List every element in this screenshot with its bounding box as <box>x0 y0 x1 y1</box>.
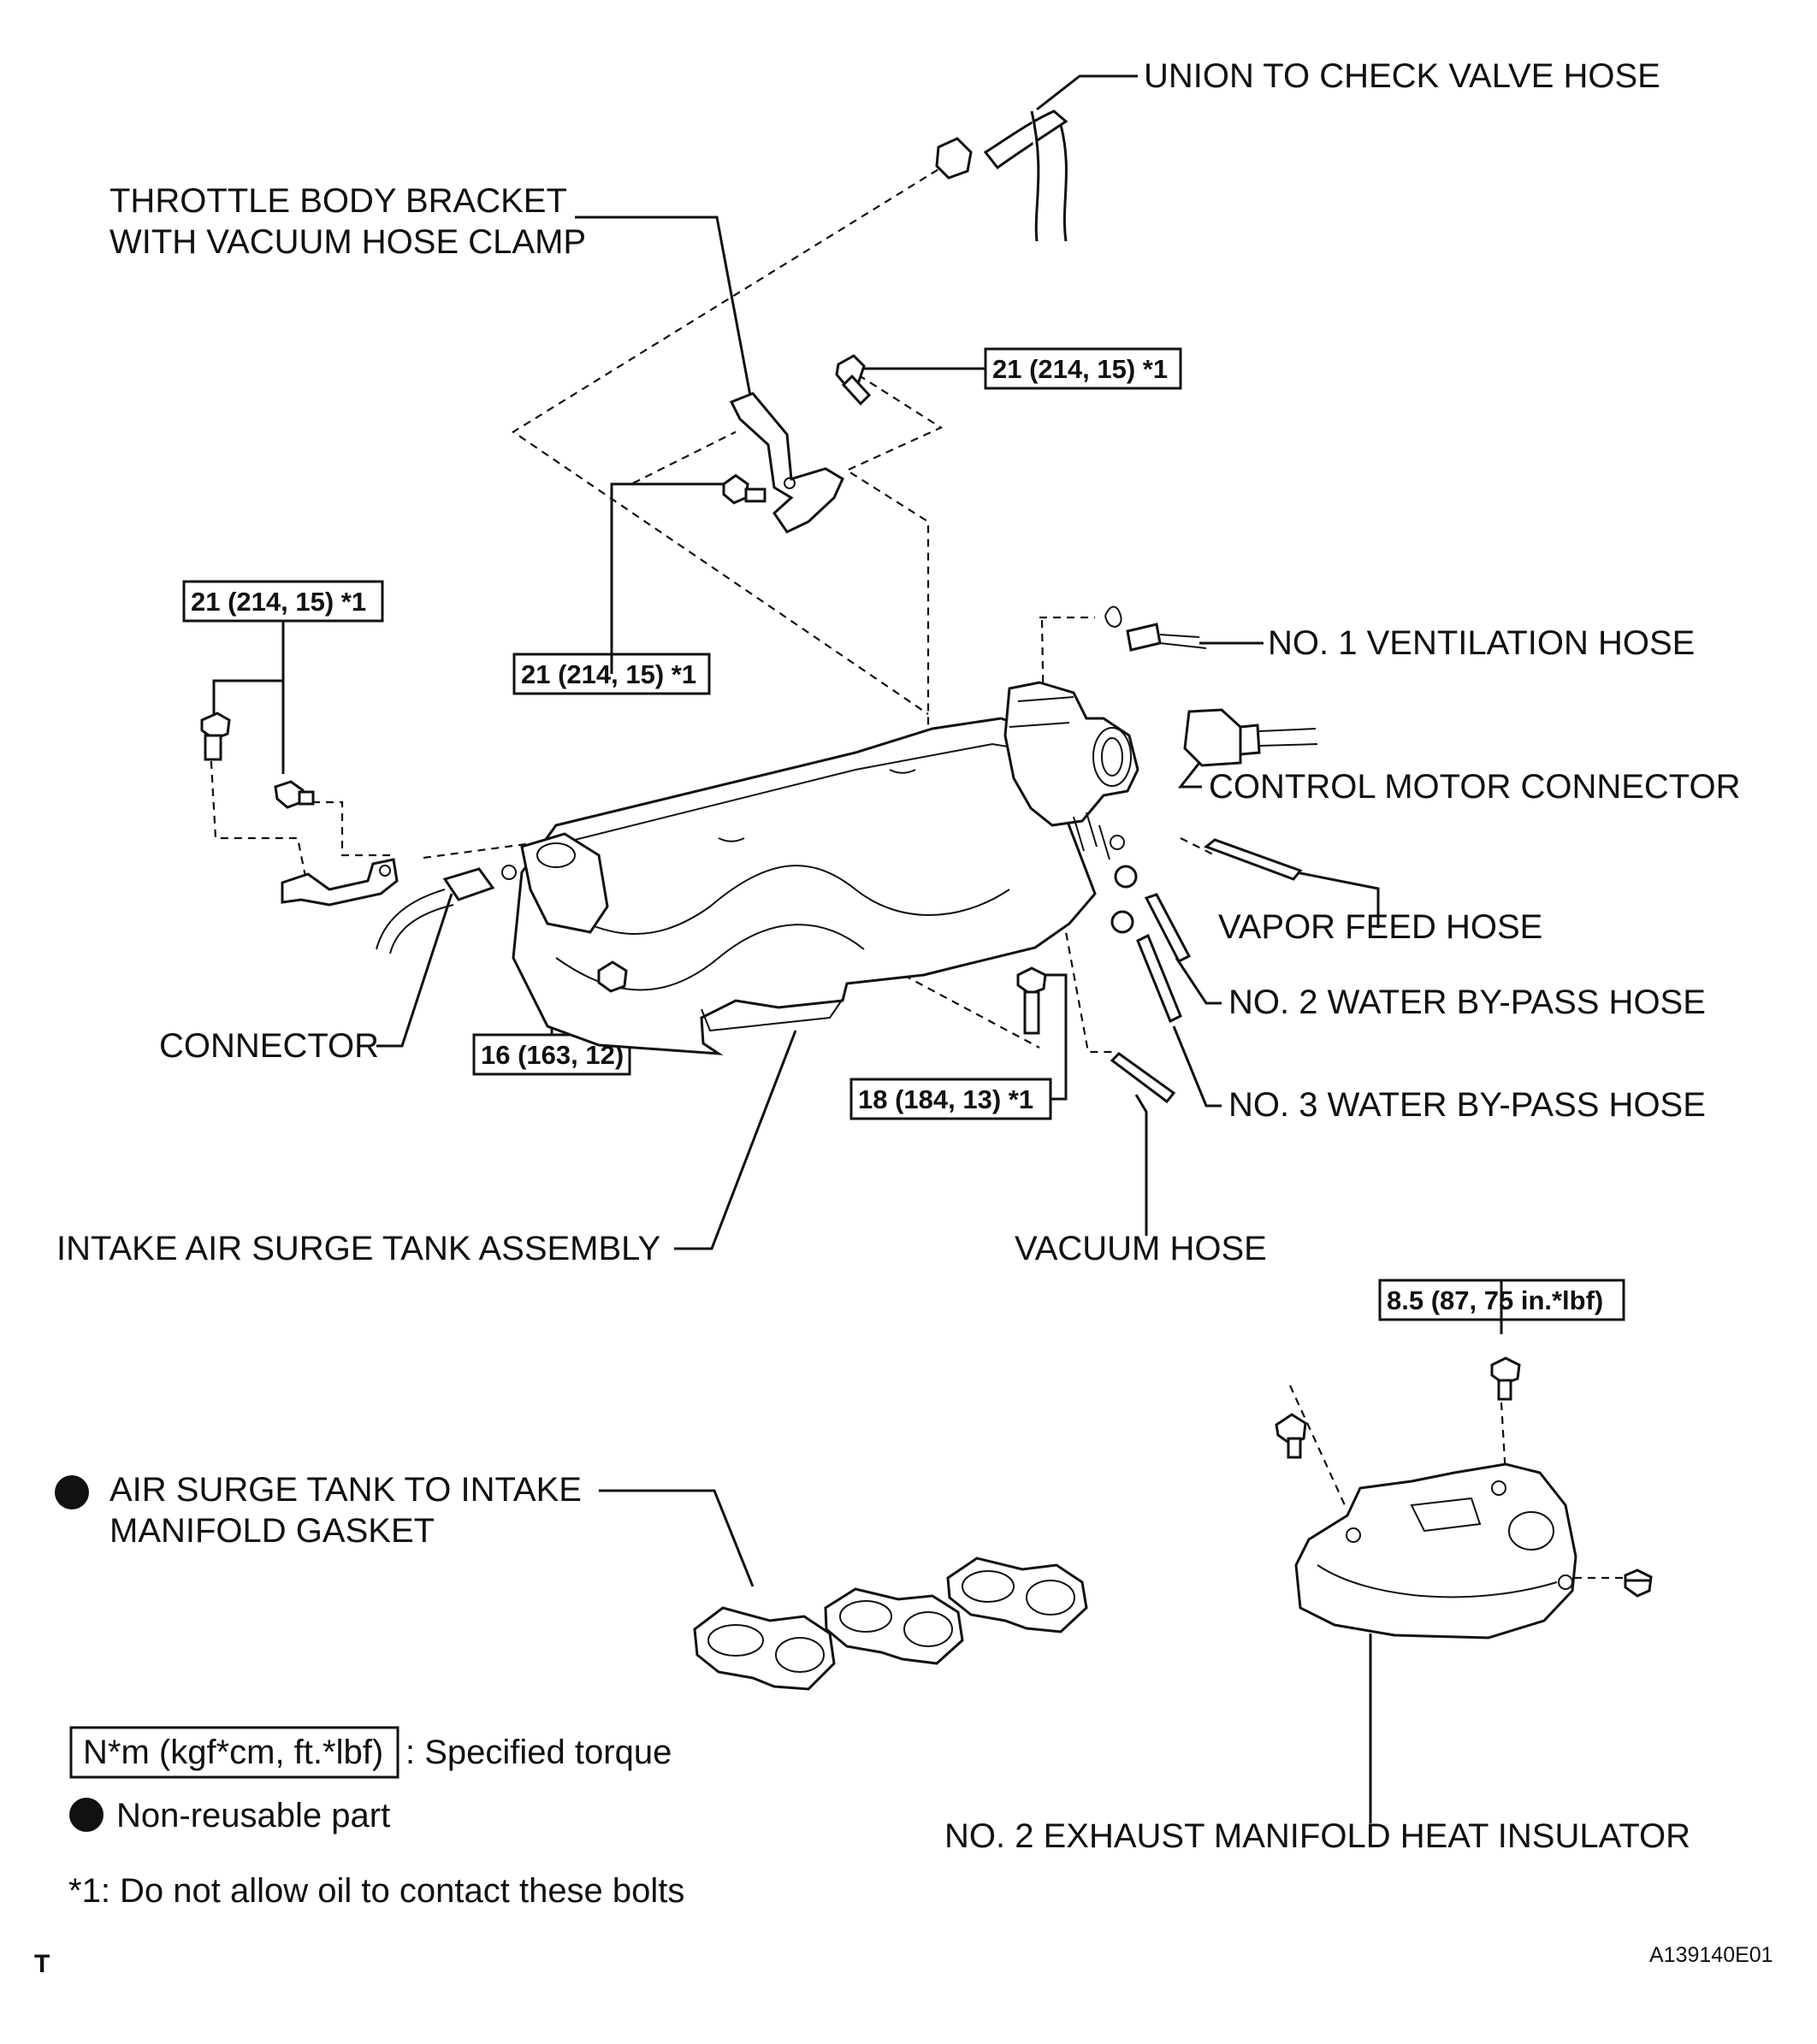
torque-value: 8.5 (87, 75 in.*lbf) <box>1387 1285 1603 1315</box>
no2-water-bypass-hose <box>1144 893 1192 964</box>
vapor-feed-hose <box>1203 838 1303 881</box>
label-water-bypass-2: NO. 2 WATER BY-PASS HOSE <box>1228 984 1706 1021</box>
manifold-gasket <box>693 1557 1088 1691</box>
legend-torque-units: N*m (kgf*cm, ft.*lbf) <box>83 1734 383 1771</box>
label-surge-tank: INTAKE AIR SURGE TANK ASSEMBLY <box>56 1230 660 1267</box>
legend-nonreusable-text: Non-reusable part <box>116 1797 390 1834</box>
torque-value: 21 (214, 15) *1 <box>191 587 366 617</box>
label-control-motor-connector: CONTROL MOTOR CONNECTOR <box>1209 768 1741 806</box>
label-heat-insulator: NO. 2 EXHAUST MANIFOLD HEAT INSULATOR <box>944 1817 1690 1855</box>
torque-value: 18 (184, 13) *1 <box>858 1084 1033 1114</box>
torque-box-bracket-top: 21 (214, 15) *1 <box>984 347 1182 390</box>
legend-torque-text: : Specified torque <box>405 1734 672 1771</box>
torque-value: 21 (214, 15) *1 <box>521 659 696 689</box>
label-gasket-line2: MANIFOLD GASKET <box>109 1512 435 1550</box>
torque-box-left-pair: 21 (214, 15) *1 <box>182 580 384 623</box>
no3-water-bypass-hose <box>1136 933 1182 1024</box>
corner-mark: T <box>34 1950 50 1978</box>
tank-mounting-bolt <box>1016 966 1047 1035</box>
no1-ventilation-hose <box>1104 606 1207 652</box>
tank-mounting-nut <box>597 960 628 993</box>
torque-box-tank-bolt: 18 (184, 13) *1 <box>849 1078 1052 1120</box>
legend-nonreusable-marker <box>69 1798 104 1832</box>
leader-lines <box>212 74 1503 1823</box>
throttle-body <box>1003 681 1139 827</box>
legend-note: *1: Do not allow oil to contact these bo… <box>68 1872 684 1910</box>
vacuum-hose <box>1110 1052 1176 1104</box>
torque-value: 21 (214, 15) *1 <box>992 354 1168 384</box>
hose-clamps <box>1073 812 1138 934</box>
torque-box-frame <box>182 580 384 623</box>
legend: N*m (kgf*cm, ft.*lbf) : Specified torque… <box>55 1475 684 1910</box>
figure-code: A139140E01 <box>1649 1943 1773 1967</box>
label-union-hose: UNION TO CHECK VALVE HOSE <box>1144 57 1660 95</box>
throttle-body-bracket <box>729 392 844 534</box>
label-vapor-feed-hose: VAPOR FEED HOSE <box>1218 908 1542 946</box>
torque-box-frame <box>849 1078 1052 1120</box>
label-connector: CONNECTOR <box>159 1027 379 1065</box>
sensor-connector <box>376 865 517 954</box>
exhaust-manifold-heat-insulator <box>1275 1356 1653 1639</box>
left-wire-bracket <box>200 712 399 907</box>
control-motor-connector <box>1183 708 1318 767</box>
bolt-bracket-mid <box>722 474 766 505</box>
label-vacuum-hose: VACUUM HOSE <box>1015 1230 1267 1267</box>
label-ventilation-hose: NO. 1 VENTILATION HOSE <box>1268 624 1695 662</box>
label-bracket-line2: WITH VACUUM HOSE CLAMP <box>109 223 586 261</box>
nonreusable-marker-gasket <box>55 1475 89 1509</box>
legend-torque-box <box>69 1726 400 1779</box>
label-water-bypass-3: NO. 3 WATER BY-PASS HOSE <box>1228 1086 1706 1124</box>
label-bracket-line1: THROTTLE BODY BRACKET <box>109 182 567 220</box>
intake-air-surge-tank <box>512 717 1097 1055</box>
bolt-bracket-top <box>835 354 872 406</box>
union-check-valve-hose <box>935 109 1068 242</box>
label-gasket-line1: AIR SURGE TANK TO INTAKE <box>109 1471 582 1509</box>
